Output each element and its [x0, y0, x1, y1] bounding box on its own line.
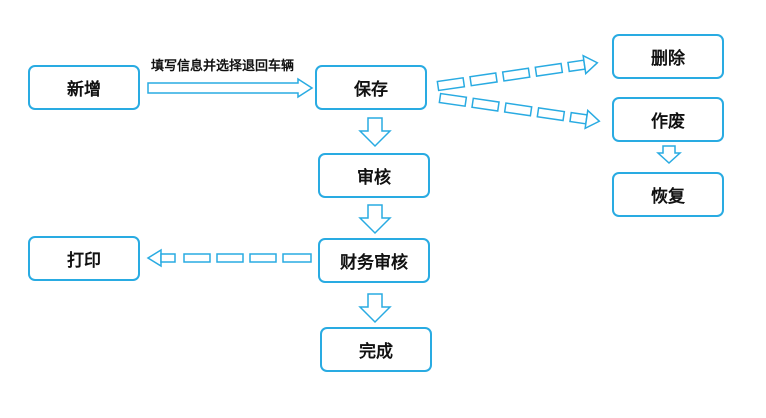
node-new: 新增 — [28, 65, 140, 110]
node-void-label: 作废 — [651, 112, 685, 132]
arrow-void-to-restore — [656, 145, 682, 165]
node-review: 审核 — [318, 153, 430, 198]
node-delete: 删除 — [612, 34, 724, 79]
node-restore: 恢复 — [612, 172, 724, 217]
arrow-review-to-finance — [358, 204, 392, 235]
arrow-new-to-save — [147, 77, 314, 99]
arrow-finance-to-complete — [358, 293, 392, 324]
node-complete: 完成 — [320, 327, 432, 372]
node-review-label: 审核 — [357, 168, 391, 188]
edge-label-new-to-save: 填写信息并选择退回车辆 — [151, 59, 295, 74]
node-delete-label: 删除 — [651, 49, 685, 69]
arrow-save-to-delete — [436, 54, 599, 92]
node-restore-label: 恢复 — [651, 187, 685, 207]
arrow-save-to-void — [438, 92, 601, 130]
node-new-label: 新增 — [67, 80, 101, 100]
node-print-label: 打印 — [67, 251, 101, 271]
node-save: 保存 — [315, 65, 427, 110]
node-print: 打印 — [28, 236, 140, 281]
arrow-finance-to-print — [146, 248, 312, 268]
node-finance-review: 财务审核 — [318, 238, 430, 283]
node-void: 作废 — [612, 97, 724, 142]
node-save-label: 保存 — [354, 80, 388, 100]
node-finance-review-label: 财务审核 — [340, 253, 408, 273]
node-complete-label: 完成 — [359, 342, 393, 362]
arrow-save-to-review — [358, 117, 392, 148]
